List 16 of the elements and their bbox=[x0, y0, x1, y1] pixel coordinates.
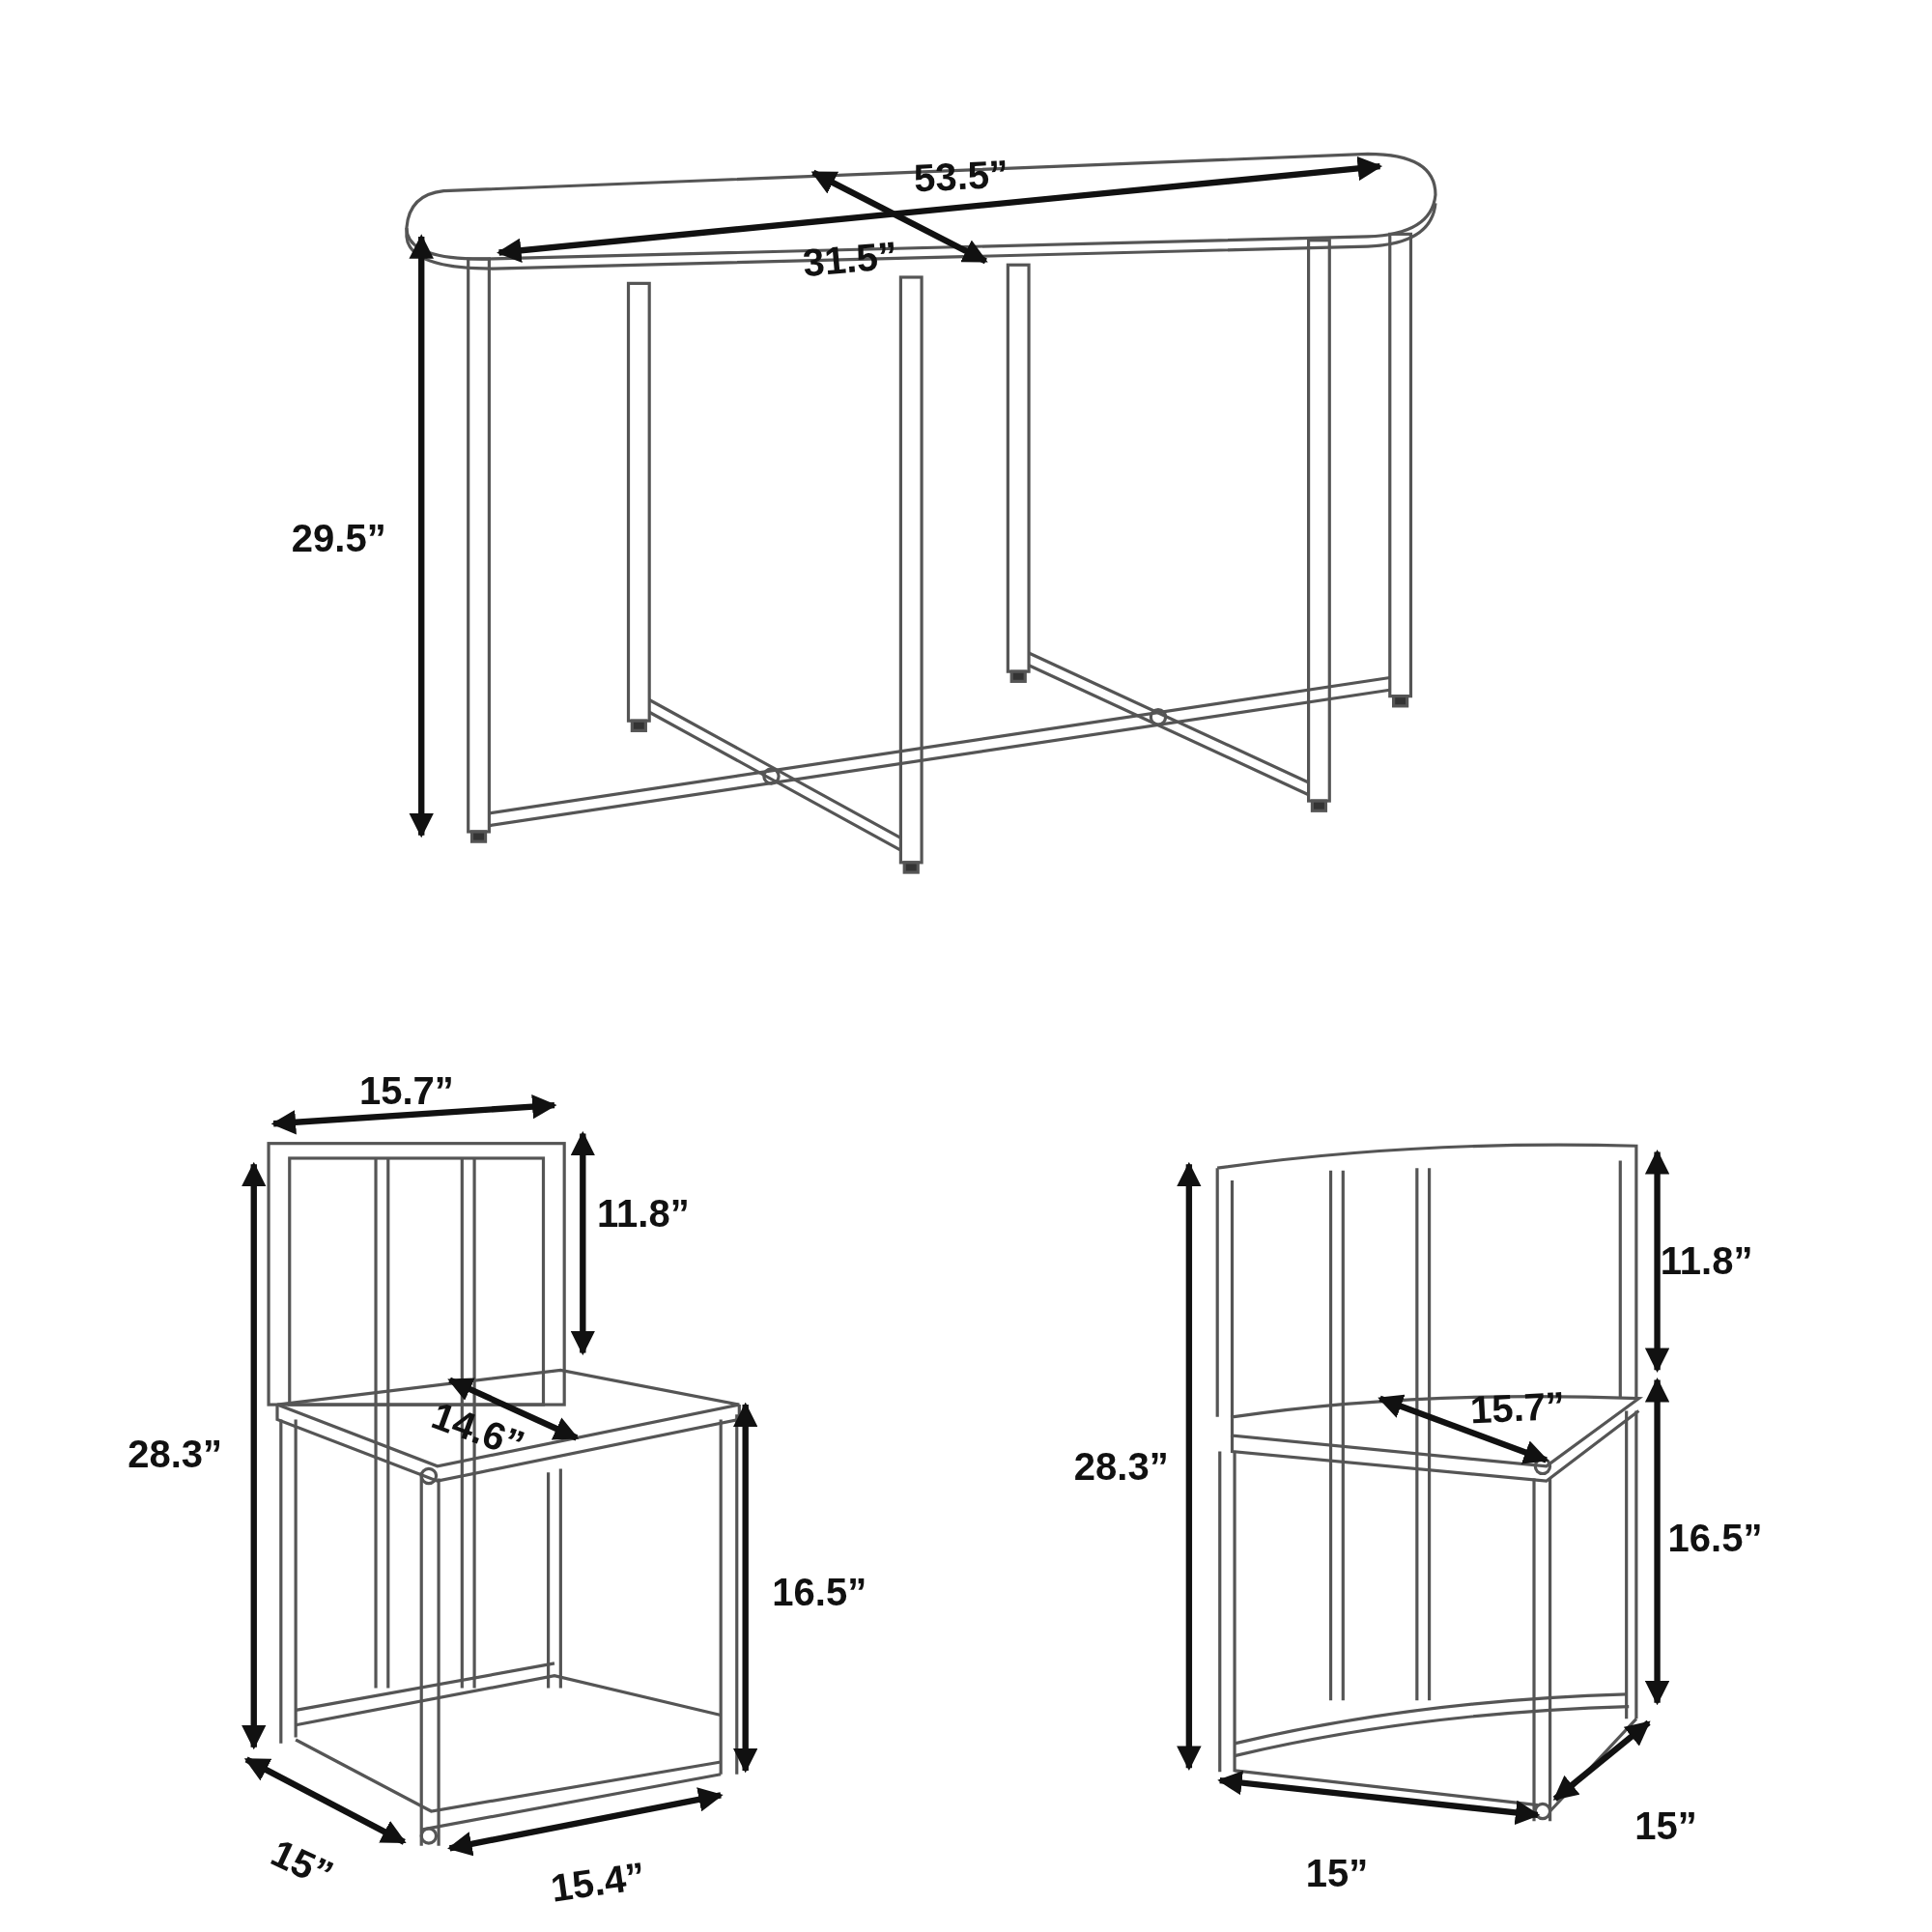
dimension-label: 15” bbox=[1305, 1853, 1369, 1892]
dimension-label: 11.8” bbox=[1660, 1240, 1753, 1280]
dimension-label: 11.8” bbox=[597, 1194, 690, 1234]
dimension-label: 15.7” bbox=[359, 1070, 454, 1110]
dimension-label: 28.3” bbox=[128, 1435, 223, 1474]
dimension-label: 29.5” bbox=[291, 519, 386, 558]
dimension-label: 16.5” bbox=[1667, 1518, 1763, 1557]
dimension-label: 15.7” bbox=[1469, 1385, 1567, 1430]
dimension-label: 15.4” bbox=[548, 1856, 647, 1908]
dimension-label: 31.5” bbox=[801, 235, 899, 283]
dimension-label: 15” bbox=[265, 1832, 339, 1894]
dimension-label: 16.5” bbox=[772, 1572, 867, 1611]
dimension-label: 28.3” bbox=[1073, 1446, 1169, 1486]
dimension-label: 15” bbox=[1634, 1806, 1697, 1846]
dimension-label: 53.5” bbox=[913, 154, 1009, 198]
dimension-label: 14.6” bbox=[427, 1395, 529, 1464]
